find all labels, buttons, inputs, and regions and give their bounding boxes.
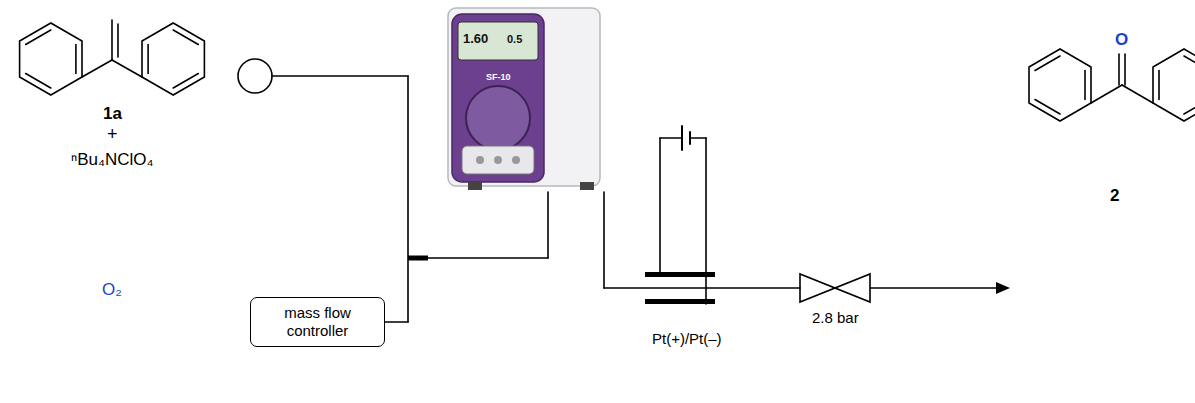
- plus-sign: +: [107, 124, 118, 145]
- compound-number: 2: [1110, 186, 1119, 206]
- reagent-formula: O₂: [102, 280, 122, 300]
- pump-device: [448, 8, 600, 190]
- electrolyte-formula: ⁿBu₄NClO₄: [71, 150, 153, 170]
- pressure-label: 2.8 bar: [812, 309, 859, 326]
- pump-brand: SF-10: [486, 72, 511, 82]
- pump-display: 1.60: [463, 32, 488, 47]
- compound-number: 1a: [103, 104, 122, 124]
- electrode-label: Pt(+)/Pt(–): [652, 330, 722, 347]
- controller-box: mass flow controller: [250, 297, 385, 347]
- node-text: mass flow controller: [262, 304, 373, 340]
- pump-display: 0.5: [507, 33, 522, 46]
- oxygen-atom: O: [1115, 30, 1128, 50]
